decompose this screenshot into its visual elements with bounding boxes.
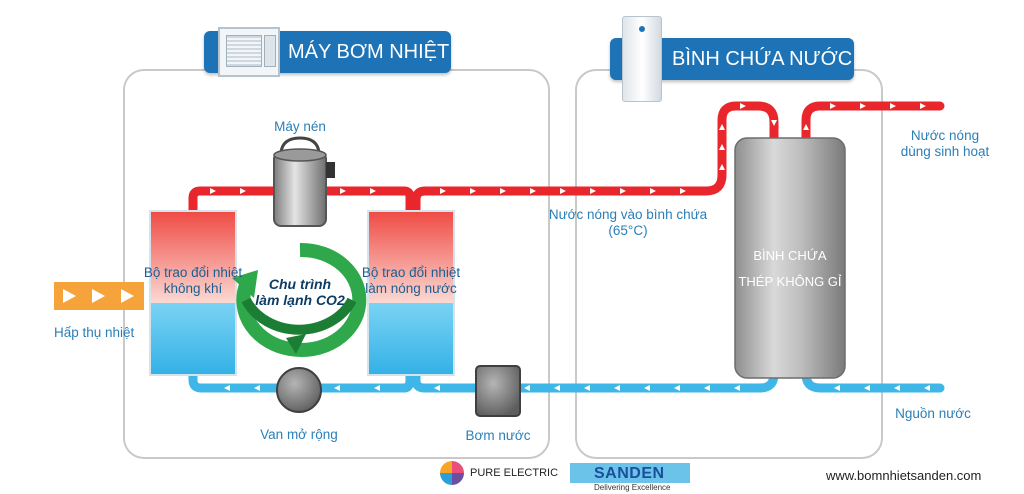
valve-icon [276, 367, 322, 413]
water-exchanger-label: Bộ trao đổi nhiệt làm nóng nước [361, 265, 461, 296]
air-exchanger-label: Bộ trao đổi nhiệt không khí [143, 265, 243, 296]
heat-pump-banner: MÁY BƠM NHIỆT [204, 27, 451, 77]
water-heater-tank-icon [622, 16, 662, 102]
website-link[interactable]: www.bomnhietsanden.com [826, 468, 982, 483]
air-heat-exchanger [149, 210, 237, 376]
heat-pump-title: MÁY BƠM NHIỆT [288, 41, 450, 63]
pure-electric-logo [440, 461, 464, 485]
hot-water-in-label: Nước nóng vào bình chứa (65°C) [548, 207, 708, 238]
compressor-icon [273, 136, 335, 227]
water-pump-label: Bơm nước [465, 428, 531, 443]
tank-title: BÌNH CHỨA NƯỚC [672, 48, 853, 70]
hot-water-out-label: Nước nóng dùng sinh hoạt [900, 128, 990, 159]
pump-icon [475, 365, 521, 417]
cold-pipe-arrows [224, 385, 930, 391]
water-heat-exchanger [367, 210, 455, 376]
co2-cycle-label: Chu trình làm lạnh CO2 [255, 276, 345, 308]
recycle-arrow-icon [232, 242, 367, 357]
pure-electric-text: PURE ELECTRIC [470, 467, 559, 479]
air-inflow-arrows [54, 282, 144, 310]
hot-pipe-arrows [210, 103, 926, 194]
compressor-label: Máy nén [274, 119, 326, 134]
tank-label: BÌNH CHỨA THÉP KHÔNG GỈ [738, 248, 842, 289]
heat-pump-unit-icon [218, 27, 280, 77]
expansion-valve-label: Van mở rộng [260, 427, 338, 442]
tank-banner: BÌNH CHỨA NƯỚC [610, 16, 854, 102]
sanden-logo: SANDEN [570, 463, 690, 483]
sanden-tagline: Delivering Excellence [594, 483, 671, 492]
storage-tank [734, 137, 846, 379]
water-source-label: Nguồn nước [895, 406, 971, 421]
absorb-heat-label: Hấp thụ nhiệt [54, 325, 135, 340]
